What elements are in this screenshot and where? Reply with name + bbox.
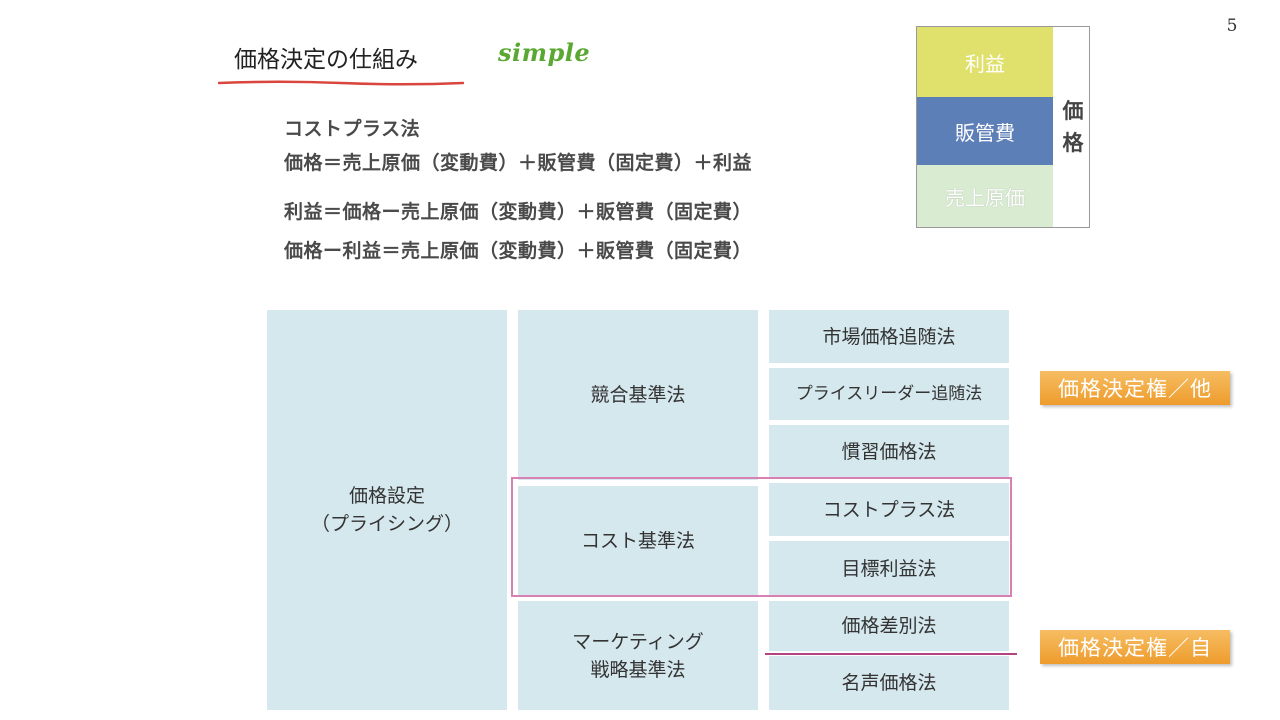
pricing-root-sublabel: （プライシング） [310, 513, 463, 535]
category-marketing-line: マーケティング [572, 630, 704, 653]
pricing-authority-others-tag: 価格決定権／他 [1040, 371, 1230, 405]
title-underline [218, 80, 464, 86]
category-cost: コスト基準法 [518, 486, 758, 596]
marketing-divider-line [765, 653, 1017, 655]
price-label: 価 格 [1059, 95, 1087, 159]
page-title: 価格決定の仕組み [234, 47, 418, 73]
price-label-char: 格 [1062, 131, 1084, 155]
category-marketing: マーケティング 戦略基準法 [518, 601, 758, 710]
method-cell: 名声価格法 [769, 656, 1009, 710]
pricing-root-label: 価格設定 [348, 485, 425, 507]
category-competition: 競合基準法 [518, 310, 758, 480]
method-cell: プライスリーダー追随法 [769, 368, 1009, 420]
category-marketing-line: 戦略基準法 [590, 658, 686, 681]
pricing-authority-self-tag: 価格決定権／自 [1040, 630, 1230, 664]
price-label-char: 価 [1062, 99, 1084, 123]
method-cell: 目標利益法 [769, 541, 1009, 596]
pricing-root-cell: 価格設定 （プライシング） [267, 310, 507, 710]
profit-segment: 利益 [917, 27, 1053, 97]
tagline: simple [498, 38, 591, 67]
formula-line: 価格ー利益＝売上原価（変動費）＋販管費（固定費） [284, 240, 753, 262]
sga-segment: 販管費 [917, 97, 1053, 165]
formula-heading: コストプラス法 [284, 118, 421, 140]
method-cell: 市場価格追随法 [769, 310, 1009, 363]
cost-based-highlight [511, 477, 1012, 597]
cogs-segment: 売上原価 [917, 165, 1053, 227]
method-cell: コストプラス法 [769, 483, 1009, 536]
method-cell: 価格差別法 [769, 601, 1009, 651]
price-breakdown-diagram: 利益 販管費 売上原価 価 格 [916, 26, 1090, 228]
formula-line: 利益＝価格ー売上原価（変動費）＋販管費（固定費） [284, 201, 753, 223]
formula-line: 価格＝売上原価（変動費）＋販管費（固定費）＋利益 [284, 152, 753, 174]
page-number: 5 [1226, 16, 1238, 36]
method-cell: 慣習価格法 [769, 425, 1009, 478]
